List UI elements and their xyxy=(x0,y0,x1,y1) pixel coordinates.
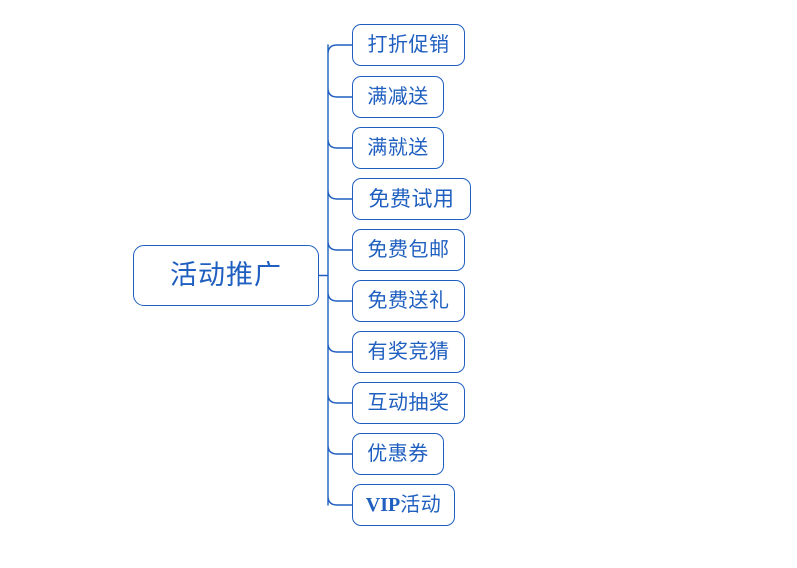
child-node-label: 优惠券 xyxy=(367,443,429,465)
child-node[interactable]: 优惠券 xyxy=(352,433,444,475)
child-node-label: 满就送 xyxy=(367,137,429,159)
child-node[interactable]: VIP活动 xyxy=(352,484,455,526)
child-node-label-prefix: VIP xyxy=(365,494,401,516)
child-node-label-suffix: 活动 xyxy=(400,494,442,516)
child-node-label: 免费送礼 xyxy=(367,290,450,312)
child-node-label: VIP活动 xyxy=(366,495,441,515)
child-node-label: 有奖竞猜 xyxy=(367,341,450,363)
branch-path xyxy=(317,44,353,506)
child-node[interactable]: 免费包邮 xyxy=(352,229,465,271)
root-node[interactable]: 活动推广 xyxy=(133,245,319,306)
child-node[interactable]: 满减送 xyxy=(352,76,444,118)
child-node-label: 互动抽奖 xyxy=(367,392,450,414)
child-node[interactable]: 打折促销 xyxy=(352,24,465,66)
child-node[interactable]: 免费送礼 xyxy=(352,280,465,322)
child-node[interactable]: 满就送 xyxy=(352,127,444,169)
child-node[interactable]: 有奖竞猜 xyxy=(352,331,465,373)
root-node-label: 活动推广 xyxy=(170,260,282,290)
child-node[interactable]: 互动抽奖 xyxy=(352,382,465,424)
child-node-label: 满减送 xyxy=(367,86,429,108)
child-node[interactable]: 免费试用 xyxy=(352,178,471,220)
child-node-label: 免费试用 xyxy=(368,187,455,211)
child-node-label: 免费包邮 xyxy=(367,239,450,261)
child-node-label: 打折促销 xyxy=(367,34,450,56)
